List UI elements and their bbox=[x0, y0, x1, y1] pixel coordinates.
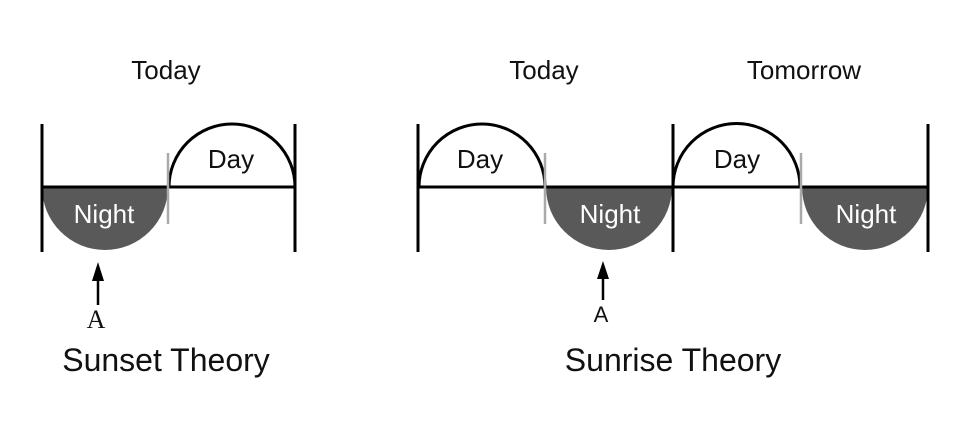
night-label: Night bbox=[74, 199, 135, 229]
diagram-title: Sunset Theory bbox=[62, 342, 270, 378]
diagram-title: Sunrise Theory bbox=[565, 342, 781, 378]
marker-a: A bbox=[87, 305, 106, 334]
header-tomorrow: Tomorrow bbox=[747, 55, 861, 85]
arrow-up-icon bbox=[92, 262, 104, 281]
sunrise-theory-diagram: Today Tomorrow Day Night Day Night A Sun… bbox=[416, 55, 930, 378]
day-arc bbox=[167, 122, 297, 188]
day-label: Day bbox=[208, 144, 254, 174]
header-today: Today bbox=[131, 55, 200, 85]
night-half-circle bbox=[546, 187, 672, 250]
marker-a: A bbox=[594, 302, 609, 327]
night-half-circle bbox=[802, 187, 928, 250]
day-label: Day bbox=[457, 144, 503, 174]
night-half-circle bbox=[42, 187, 168, 250]
day-arc bbox=[417, 122, 547, 188]
day-label: Day bbox=[714, 144, 760, 174]
day-arc bbox=[671, 122, 802, 188]
header-today: Today bbox=[509, 55, 578, 85]
sunset-theory-diagram: Today Night Day A Sunset Theory bbox=[40, 55, 297, 378]
arrow-up-icon bbox=[597, 261, 609, 279]
night-label: Night bbox=[580, 199, 641, 229]
night-label: Night bbox=[836, 199, 897, 229]
